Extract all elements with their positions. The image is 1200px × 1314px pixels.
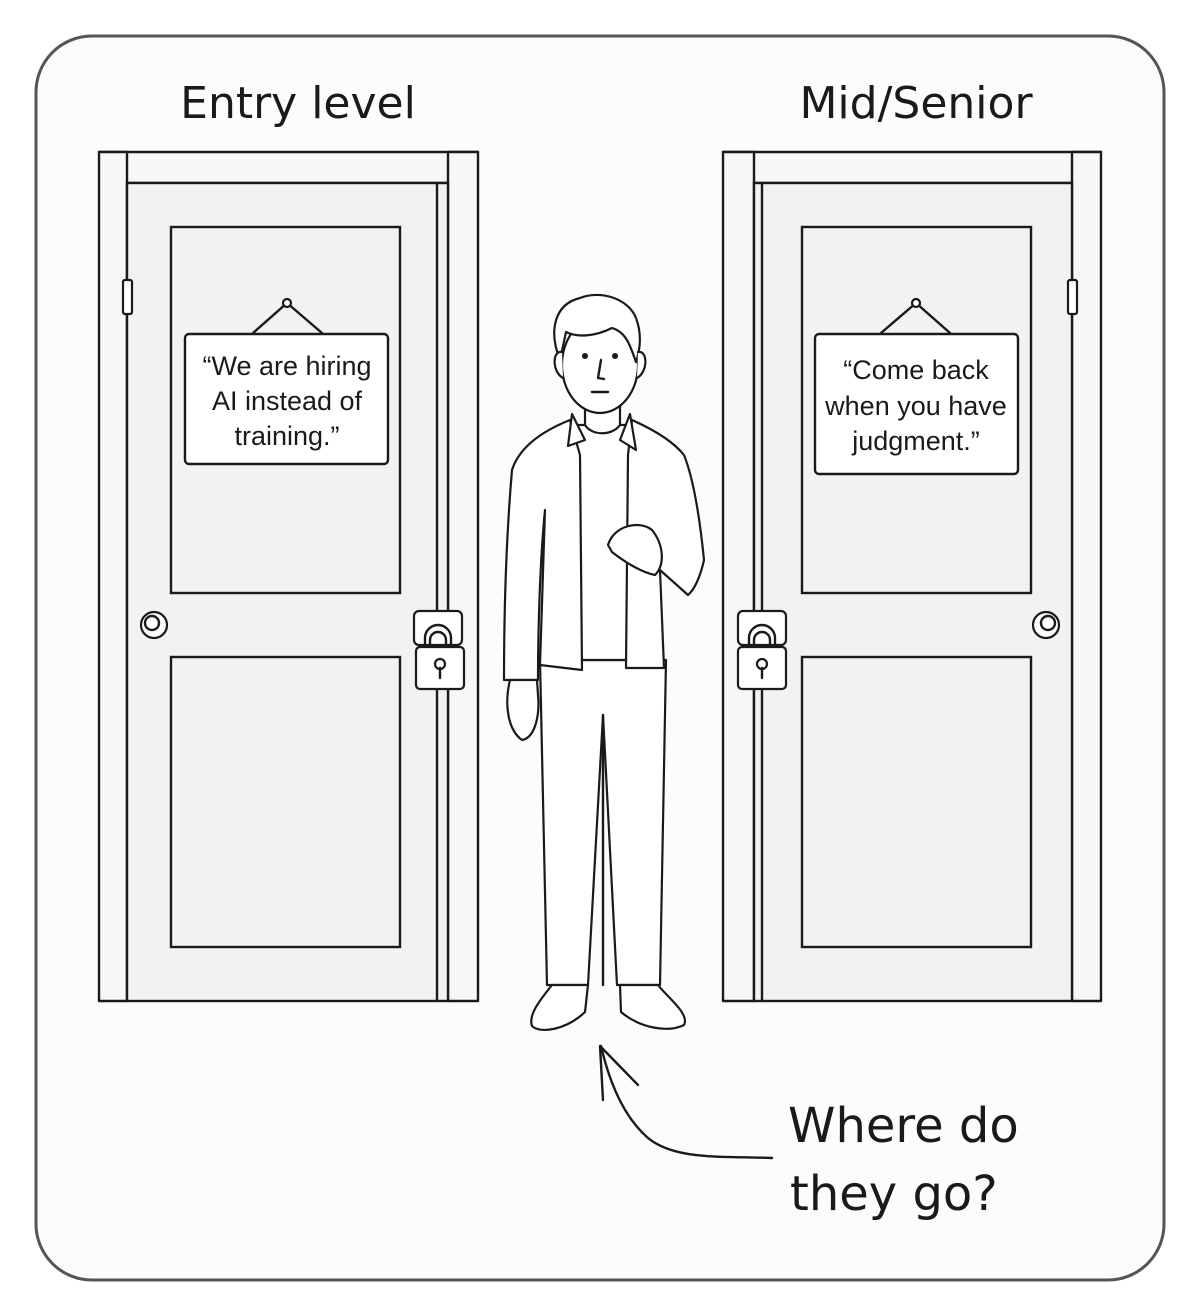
left-door [97,150,480,1003]
right-sign-line-2: when you have [824,391,1007,421]
left-padlock-icon [412,609,466,691]
right-sign-line-3: judgment.” [851,426,980,456]
right-padlock-icon [736,609,788,691]
caption-line-2: they go? [790,1166,998,1222]
left-sign-line-2: AI instead of [212,386,363,416]
left-sign: “We are hiring AI instead of training.” [183,297,390,466]
left-door-label: Entry level [180,78,416,129]
right-door [721,150,1103,1003]
right-sign-line-1: “Come back [843,355,989,385]
left-sign-line-1: “We are hiring [202,351,371,381]
left-sign-line-3: training.” [234,421,339,451]
arrow-icon [598,1044,774,1160]
person-figure [502,293,706,1031]
caption-line-1: Where do [788,1098,1019,1154]
right-sign: “Come back when you have judgment.” [813,297,1020,476]
right-door-label: Mid/Senior [799,78,1033,129]
